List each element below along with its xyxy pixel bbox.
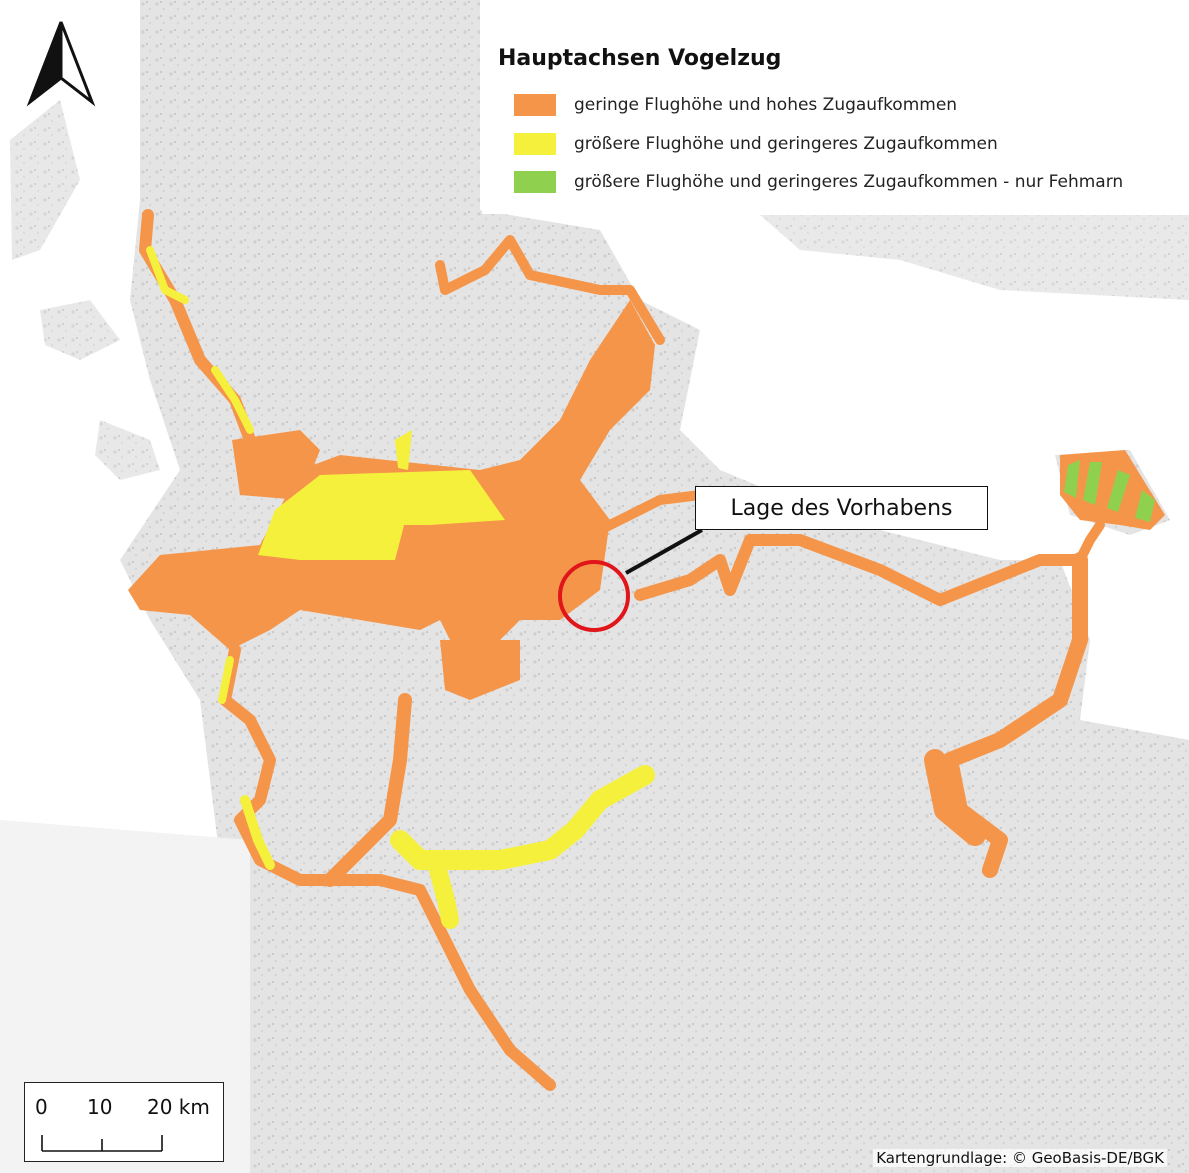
- legend-item-yellow: größere Flughöhe und geringeres Zugaufko…: [514, 131, 998, 157]
- legend-swatch-yellow: [514, 133, 556, 155]
- callout-leader-line: [625, 528, 703, 575]
- legend-label-orange: geringe Flughöhe und hohes Zugaufkommen: [574, 95, 958, 115]
- land-west-islands: [10, 100, 160, 480]
- site-marker-icon: [558, 560, 630, 632]
- scale-bar-icon: [41, 1135, 163, 1152]
- scalebar: 0 10 20 km: [24, 1082, 224, 1162]
- legend-label-yellow: größere Flughöhe und geringeres Zugaufko…: [574, 134, 998, 154]
- legend-item-orange: geringe Flughöhe und hohes Zugaufkommen: [514, 92, 957, 118]
- land-north-east: [760, 215, 1189, 300]
- legend: Hauptachsen Vogelzug geringe Flughöhe un…: [482, 36, 1182, 214]
- corridor-green-fehmarn: [1064, 460, 1155, 522]
- legend-item-green: größere Flughöhe und geringeres Zugaufko…: [514, 169, 1123, 195]
- legend-swatch-orange: [514, 94, 556, 116]
- scale-label-10: 10: [87, 1095, 113, 1119]
- legend-swatch-green: [514, 171, 556, 193]
- corridor-yellow: [258, 430, 505, 560]
- attribution: Kartengrundlage: © GeoBasis-DE/BGK: [873, 1149, 1167, 1167]
- legend-title: Hauptachsen Vogelzug: [498, 46, 782, 71]
- north-arrow-icon: [26, 21, 96, 107]
- scale-label-0: 0: [35, 1095, 48, 1119]
- callout-project-location: Lage des Vorhabens: [695, 486, 988, 530]
- corridor-orange-lines: [139, 209, 1105, 1091]
- legend-label-green: größere Flughöhe und geringeres Zugaufko…: [574, 172, 1124, 192]
- corridor-yellow-lines: [146, 246, 655, 929]
- scale-label-20: 20 km: [147, 1095, 210, 1119]
